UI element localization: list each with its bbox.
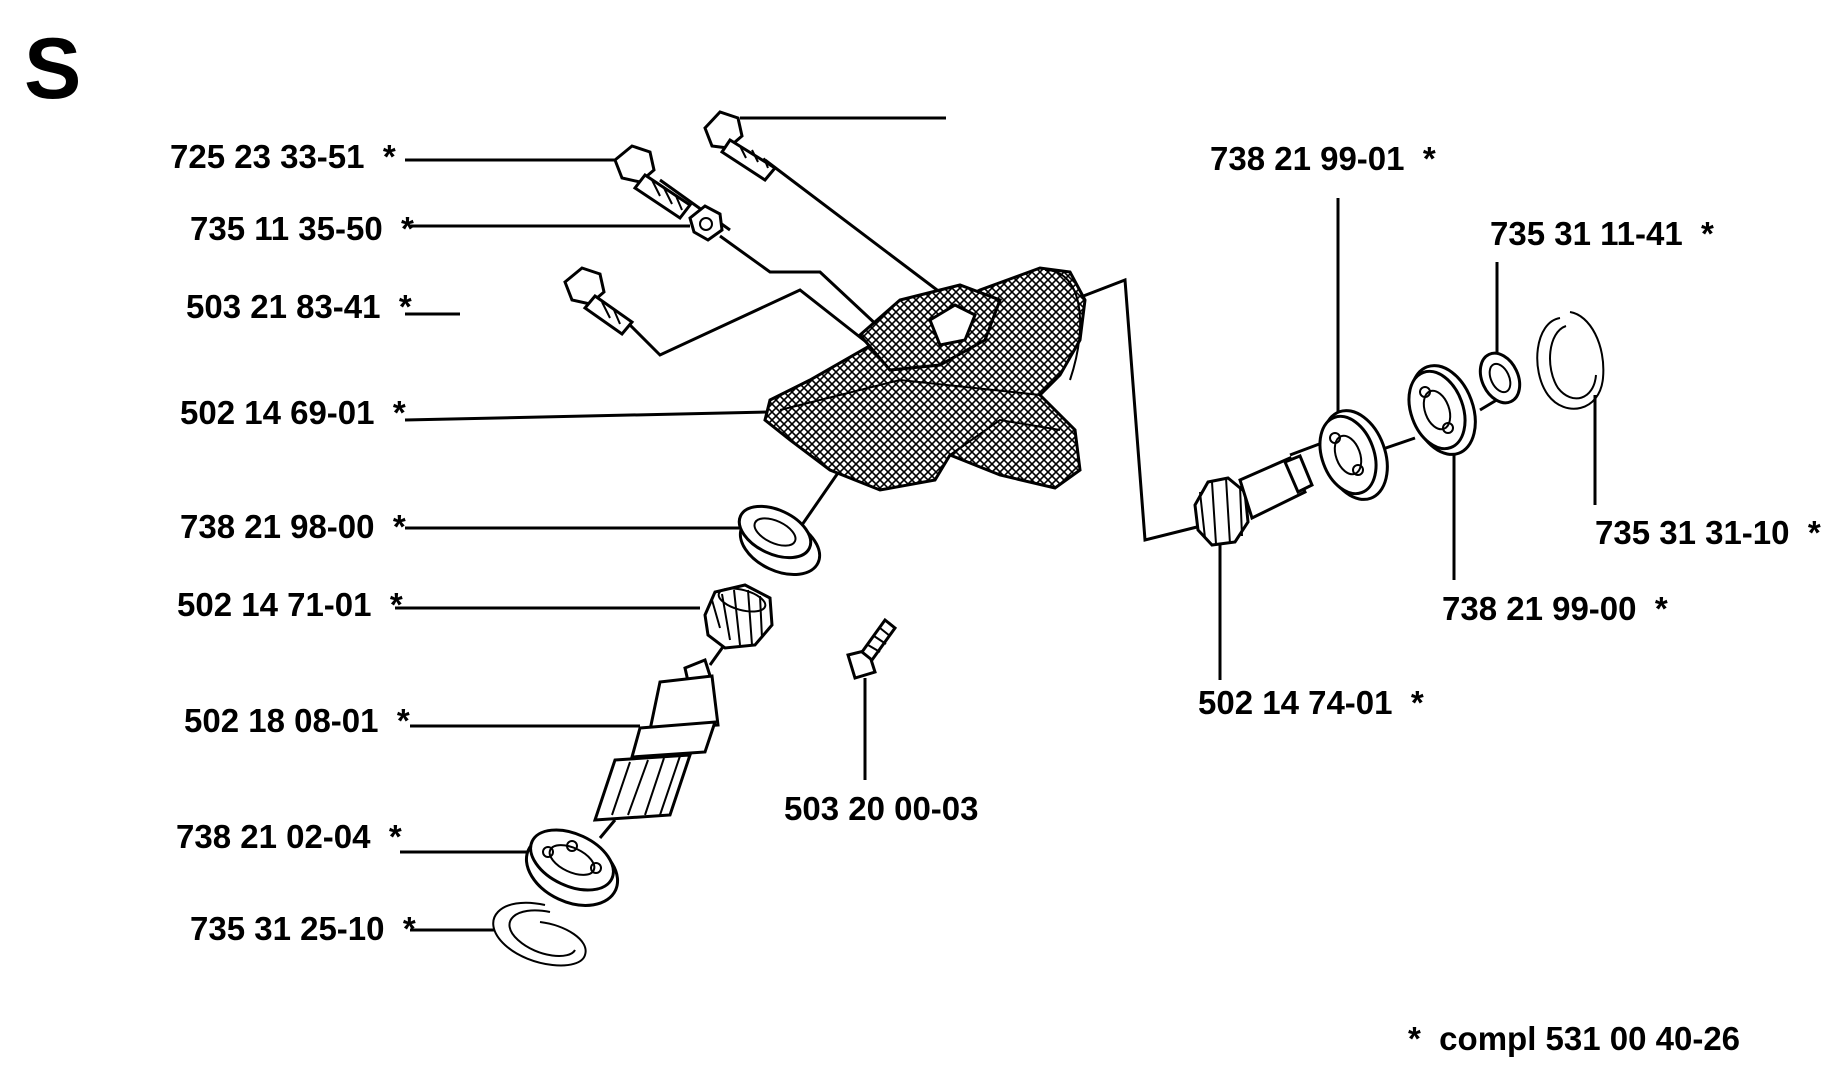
footnote: * compl 531 00 40-26 (1408, 1020, 1740, 1057)
part-number-label: 735 31 25-10 * (190, 910, 416, 947)
part-number-label: 738 21 98-00 * (180, 508, 406, 545)
part-bearing-738-21-02-04 (524, 828, 620, 907)
part-number-label: 725 23 33-51 * (170, 138, 396, 175)
part-pinion-502-14-74-01 (1193, 454, 1314, 547)
part-number-label: 735 31 31-10 * (1595, 514, 1821, 551)
part-top-bolt (703, 110, 778, 182)
part-gear-housing-502-14-69-01 (763, 266, 1087, 492)
part-labels: 725 23 33-51 * 735 11 35-50 * 503 21 83-… (170, 138, 1821, 947)
part-number-label: 503 20 00-03 (784, 790, 979, 827)
part-washer-735-31-11-41 (1478, 351, 1522, 405)
leader-housing-to-shaft (1059, 277, 1206, 542)
part-bearing-738-21-99-01 (1318, 409, 1389, 501)
part-nut-735-11-35-50 (688, 204, 724, 242)
part-gear-502-14-71-01 (703, 583, 774, 650)
part-number-label: 738 21 02-04 * (176, 818, 402, 855)
part-shaft-502-18-08-01 (592, 658, 720, 822)
part-number-label: 735 11 35-50 * (190, 210, 414, 247)
part-bearing-738-21-98-00 (737, 504, 822, 577)
leader-p04 (404, 410, 771, 422)
part-number-label: 738 21 99-00 * (1442, 590, 1668, 627)
part-number-label: 735 31 11-41 * (1490, 215, 1714, 252)
part-screw-503-20-00-03 (846, 617, 898, 680)
part-bolt-503-21-83-41 (563, 266, 635, 337)
section-letter: S (24, 21, 81, 117)
part-circlip-735-31-25-10 (492, 901, 587, 967)
part-number-label: 502 14 71-01 * (177, 586, 403, 623)
part-number-label: 738 21 99-01 * (1210, 140, 1436, 177)
part-number-label: 502 14 74-01 * (1198, 684, 1424, 721)
leader-lines (395, 116, 1597, 932)
part-bolt-725-23-33-51 (613, 144, 693, 221)
part-number-label: 502 18 08-01 * (184, 702, 410, 739)
part-number-label: 502 14 69-01 * (180, 394, 406, 431)
part-number-label: 503 21 83-41 * (186, 288, 412, 325)
part-circlip-735-31-31-10 (1536, 311, 1605, 410)
part-bearing-738-21-99-00 (1407, 364, 1477, 456)
